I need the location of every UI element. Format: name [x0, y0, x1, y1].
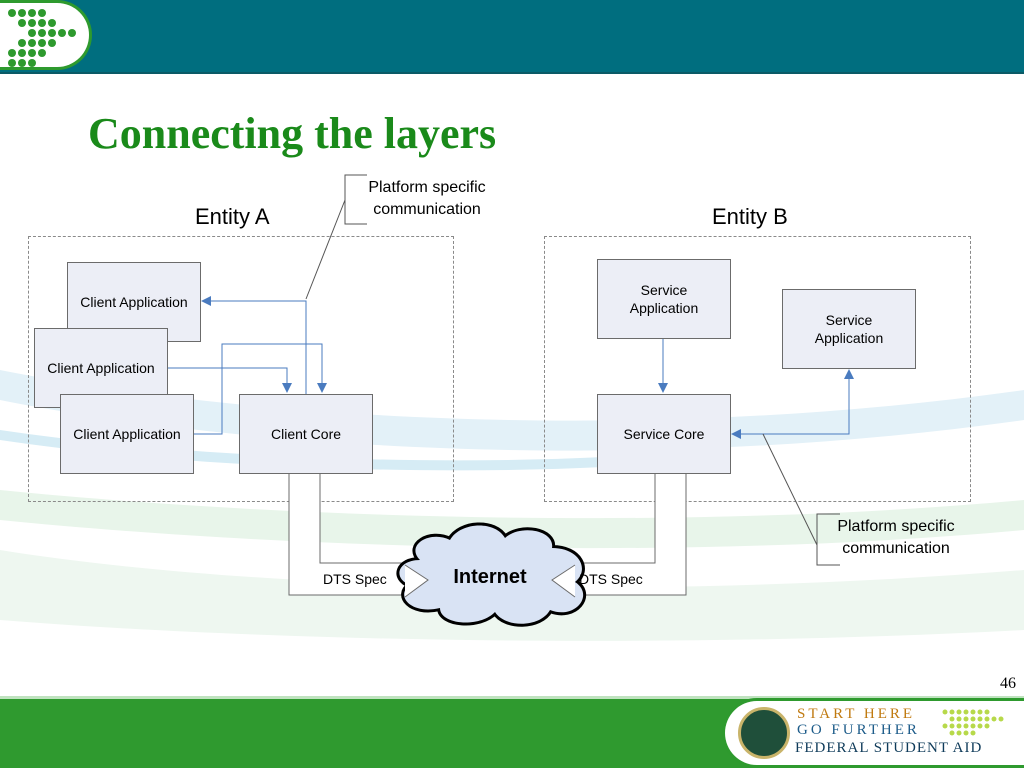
connector-client-2-to-core [167, 367, 292, 393]
service-application-label: Service Application [629, 282, 699, 316]
entity-b-label: Entity B [712, 204, 788, 229]
entity-b-region [544, 236, 971, 502]
client-application-box-3: Client Application [60, 394, 194, 474]
callout-a-bracket [344, 174, 367, 225]
service-application-label: Service Application [814, 312, 884, 346]
fsa-tagline-2: GO FURTHER [797, 722, 920, 738]
entity-a-label: Entity A [195, 204, 270, 229]
slide-number: 46 [1000, 675, 1016, 692]
fsa-name: FEDERAL STUDENT AID [795, 740, 983, 756]
dots-logo-icon [8, 9, 76, 67]
client-core-label: Client Core [270, 426, 342, 442]
fsa-tagline-1: START HERE [797, 706, 916, 722]
service-application-box-1: Service Application [597, 259, 731, 339]
connector-core-to-service-2 [762, 369, 854, 435]
internet-label: Internet [453, 566, 527, 588]
callout-b-bracket [816, 513, 840, 566]
service-core-box: Service Core [597, 394, 731, 474]
entity-a-region [28, 236, 454, 502]
internet-cloud-icon [396, 522, 587, 627]
dots-logo [0, 0, 92, 70]
service-application-box-2: Service Application [782, 289, 916, 369]
platform-callout-b: Platform specific communication [837, 518, 955, 557]
callout-a-leader [305, 199, 346, 300]
client-application-label: Client Application [73, 426, 181, 442]
dts-spec-label-right: DTS Spec [579, 571, 643, 587]
connector-core-to-client-1 [201, 296, 307, 394]
header-bar [0, 0, 1024, 74]
dts-spec-label-left: DTS Spec [323, 571, 387, 587]
client-application-label: Client Application [47, 360, 155, 376]
service-core-label: Service Core [623, 426, 705, 442]
connector-client-3-to-core [194, 343, 327, 435]
client-core-box: Client Core [239, 394, 373, 474]
slide-title: Connecting the layers [88, 109, 497, 158]
callout-b-leader [762, 433, 818, 546]
department-seal-icon [738, 707, 790, 759]
client-application-label: Client Application [80, 294, 188, 310]
platform-callout-a: Platform specific communication [368, 179, 486, 218]
